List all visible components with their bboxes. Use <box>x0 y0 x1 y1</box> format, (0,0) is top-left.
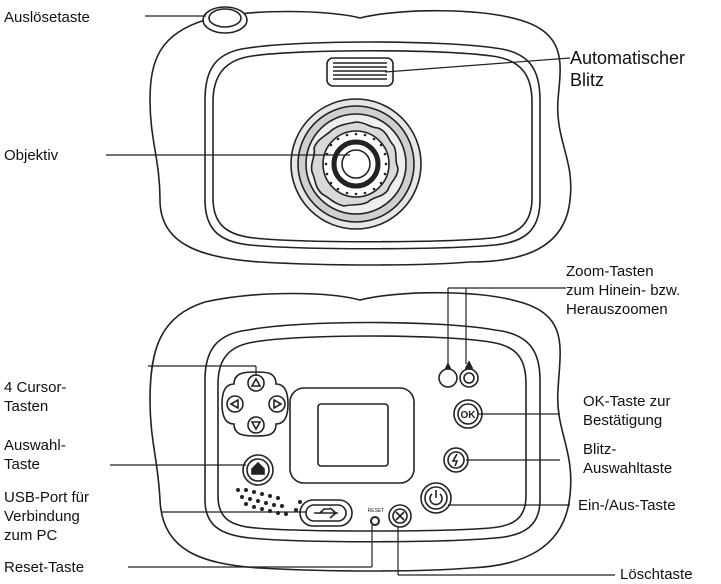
flash-window <box>326 57 394 87</box>
label-flashsel-line1: Blitz- <box>583 441 617 458</box>
camera-front-body <box>149 9 572 266</box>
reset-small-label: RESET <box>368 508 385 514</box>
label-zoom-line3: Herauszoomen <box>566 301 668 318</box>
label-select: Auswahl- Taste <box>4 436 66 474</box>
label-lens: Objektiv <box>4 147 59 164</box>
ok-button-label: OK <box>461 410 477 421</box>
label-delete: Löschtaste <box>620 566 693 583</box>
label-ok: OK-Taste zur Bestätigung <box>583 392 671 430</box>
label-flashsel: Blitz- Auswahltaste <box>583 440 672 478</box>
cursor-pad <box>221 371 289 437</box>
lens-assembly <box>290 98 422 230</box>
label-reset: Reset-Taste <box>4 559 85 576</box>
leader-flash <box>384 57 571 73</box>
lens-dots <box>324 132 388 196</box>
label-usb-line2: Verbindung <box>4 508 80 525</box>
label-usb-line1: USB-Port für <box>4 489 90 506</box>
reset-hole <box>370 516 380 526</box>
label-flashsel-line2: Auswahltaste <box>583 460 673 477</box>
label-zoom-line2: zum Hinein- bzw. <box>566 282 681 299</box>
usb-port <box>299 499 353 527</box>
label-shutter: Auslösetaste <box>4 9 90 26</box>
label-cursor-line1: 4 Cursor- <box>4 379 67 396</box>
label-ok-line1: OK-Taste zur <box>583 393 671 410</box>
shutter-button <box>202 6 248 34</box>
flash-select-button <box>443 447 469 473</box>
ok-button <box>453 399 483 429</box>
label-power: Ein-/Aus-Taste <box>578 497 676 514</box>
label-flash-line2: Blitz <box>570 70 605 90</box>
label-flash-line1: Automatischer <box>570 48 686 68</box>
power-button <box>420 482 452 514</box>
lcd-screen <box>289 387 415 484</box>
camera-back-panel <box>204 321 541 543</box>
leader-lines <box>106 15 615 576</box>
label-zoom: Zoom-Tasten zum Hinein- bzw. Herauszoome… <box>566 262 680 319</box>
select-home-button <box>242 454 274 486</box>
label-ok-line2: Bestätigung <box>583 412 663 429</box>
label-flash: Automatischer Blitz <box>570 47 685 91</box>
delete-button <box>388 504 412 528</box>
camera-front-inner-frame <box>204 41 541 250</box>
zoom-buttons <box>438 360 479 388</box>
label-select-line2: Taste <box>4 456 40 473</box>
label-zoom-line1: Zoom-Tasten <box>566 263 654 280</box>
label-usb: USB-Port für Verbindung zum PC <box>4 488 89 545</box>
label-select-line1: Auswahl- <box>4 437 66 454</box>
label-cursor-line2: Tasten <box>4 398 49 415</box>
label-cursor: 4 Cursor- Tasten <box>4 378 67 416</box>
label-usb-line3: zum PC <box>4 527 58 544</box>
camera-back-body <box>149 291 572 572</box>
